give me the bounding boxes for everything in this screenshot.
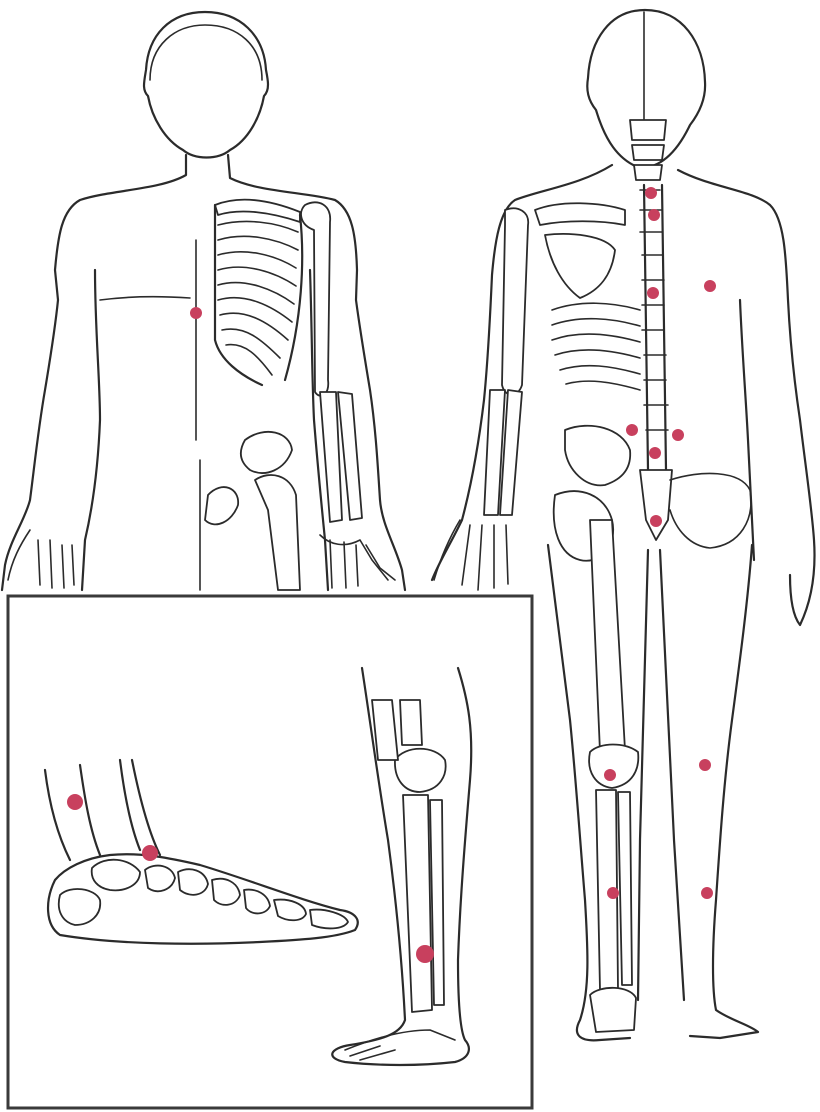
inset-frame (8, 596, 532, 1108)
acupoint-marker (650, 515, 662, 527)
acupoint-marker (626, 424, 638, 436)
front-head (144, 12, 268, 158)
front-figure (2, 12, 405, 590)
back-inner-legs (638, 550, 684, 1000)
acupoint-marker (416, 945, 434, 963)
acupoint-marker (190, 307, 202, 319)
front-pelvis (205, 432, 300, 590)
back-ribcage (535, 203, 640, 390)
acupoint-marker (647, 287, 659, 299)
back-arm-bones (434, 208, 528, 590)
front-chest-line (100, 297, 190, 300)
inset-panel (8, 596, 532, 1108)
front-torso-outline (2, 155, 186, 590)
acupoint-marker (67, 794, 83, 810)
acupoint-marker (704, 280, 716, 292)
acupoint-marker (607, 887, 619, 899)
front-left-hand (8, 530, 74, 588)
acupoint-marker (649, 447, 661, 459)
acupoint-marker (142, 845, 158, 861)
front-left-arm-inner (82, 270, 100, 590)
acupoint-marker (604, 769, 616, 781)
acupoint-marker (672, 429, 684, 441)
acupoint-marker (645, 187, 657, 199)
back-spine (630, 120, 672, 540)
front-right-hand (330, 540, 395, 588)
front-arm-bones (301, 202, 388, 580)
acupoint-marker (699, 759, 711, 771)
front-ribcage (215, 200, 302, 385)
back-right-leg (690, 545, 758, 1038)
acupoint-marker (701, 887, 713, 899)
acupoint-marker (648, 209, 660, 221)
front-hairline (150, 25, 262, 80)
